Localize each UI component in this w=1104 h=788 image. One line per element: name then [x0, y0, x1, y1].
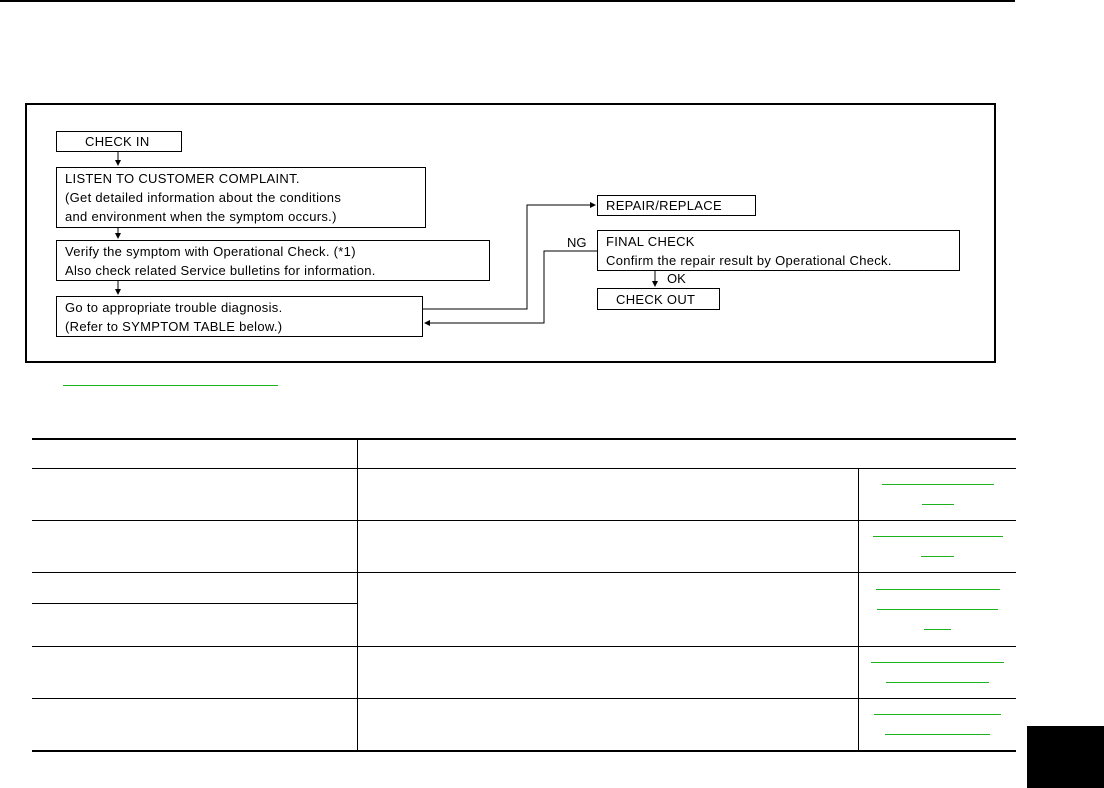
verify-box: Verify the symptom with Operational Chec… — [56, 240, 490, 281]
listen-line-1: LISTEN TO CUSTOMER COMPLAINT. — [65, 171, 300, 186]
reference-link[interactable] — [871, 662, 1004, 663]
reference-link[interactable] — [872, 536, 1003, 537]
check-in-box: CHECK IN — [56, 131, 182, 152]
top-rule — [0, 0, 1015, 2]
ok-label: OK — [667, 271, 686, 286]
reference-link[interactable] — [875, 589, 1000, 590]
reference-link[interactable] — [885, 734, 990, 735]
table-row — [32, 572, 1016, 647]
diagnosis-line-1: Go to appropriate trouble diagnosis. — [65, 300, 283, 315]
symptom-table — [32, 438, 1016, 752]
verify-line-1: Verify the symptom with Operational Chec… — [65, 244, 356, 259]
table-row — [32, 646, 1016, 699]
table-row — [32, 603, 1016, 647]
reference-link[interactable] — [881, 484, 994, 485]
verify-line-2: Also check related Service bulletins for… — [65, 263, 376, 278]
table-row — [32, 468, 1016, 521]
section-index-tab — [1027, 726, 1104, 788]
listen-box: LISTEN TO CUSTOMER COMPLAINT. (Get detai… — [56, 167, 426, 228]
reference-link[interactable] — [874, 714, 1001, 715]
diagnosis-box: Go to appropriate trouble diagnosis. (Re… — [56, 296, 423, 337]
listen-line-3: and environment when the symptom occurs.… — [65, 209, 337, 224]
final-check-box: FINAL CHECK Confirm the repair result by… — [597, 230, 960, 271]
reference-link-underline[interactable] — [63, 385, 278, 386]
check-in-label: CHECK IN — [85, 134, 150, 149]
reference-link[interactable] — [877, 609, 998, 610]
final-check-line-1: FINAL CHECK — [606, 234, 695, 249]
check-out-label: CHECK OUT — [616, 292, 696, 307]
reference-link[interactable] — [886, 682, 989, 683]
diagnosis-line-2: (Refer to SYMPTOM TABLE below.) — [65, 319, 283, 334]
table-header-row — [32, 438, 1016, 469]
final-check-line-2: Confirm the repair result by Operational… — [606, 253, 892, 268]
check-out-box: CHECK OUT — [597, 288, 720, 310]
repair-replace-label: REPAIR/REPLACE — [606, 198, 722, 213]
ng-label: NG — [567, 235, 587, 250]
reference-link[interactable] — [921, 504, 954, 505]
reference-link[interactable] — [924, 629, 951, 630]
flowchart-frame — [25, 103, 996, 363]
listen-line-2: (Get detailed information about the cond… — [65, 190, 342, 205]
reference-link[interactable] — [921, 556, 954, 557]
repair-replace-box: REPAIR/REPLACE — [597, 195, 756, 216]
table-row — [32, 520, 1016, 573]
table-row — [32, 698, 1016, 752]
